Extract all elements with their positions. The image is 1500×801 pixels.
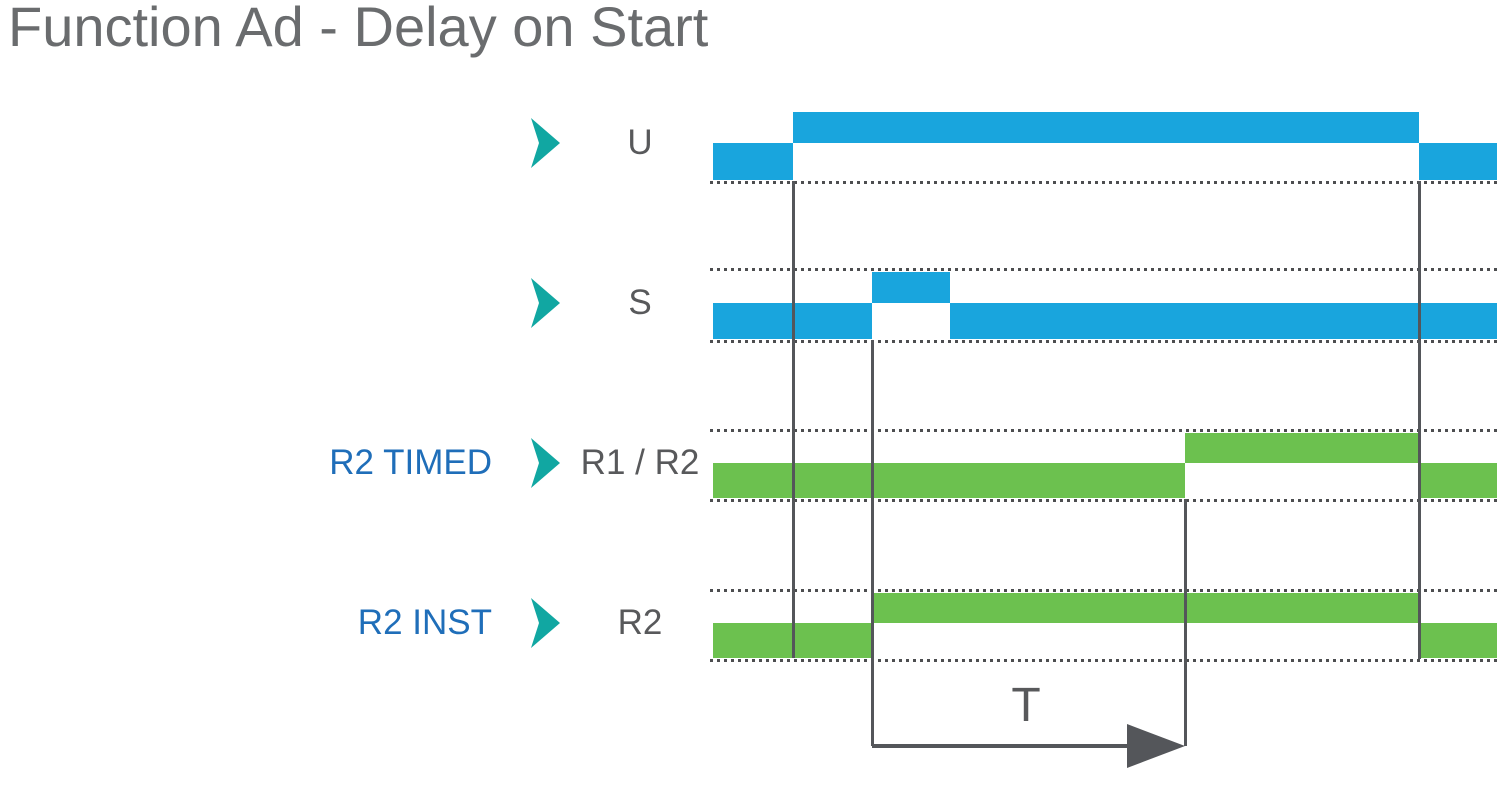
dotted-guide-top-s — [710, 268, 1500, 271]
signal-segment-r2-high — [872, 593, 1419, 623]
row-arrow-icon-r1r2 — [528, 437, 560, 489]
event-edge-line-3 — [1418, 181, 1421, 659]
dotted-guide-top-r1r2 — [710, 429, 1500, 432]
row-arrow-icon-u — [528, 117, 560, 169]
signal-segment-r2-low — [1419, 623, 1497, 658]
signal-label-u: U — [627, 123, 653, 162]
prefix-label-r1r2: R2 TIMED — [329, 443, 492, 482]
dotted-guide-bottom-u — [710, 181, 1500, 184]
signal-segment-r1r2-high — [1185, 433, 1419, 463]
signal-segment-u-low — [1419, 143, 1497, 180]
event-edge-line-1 — [871, 340, 874, 746]
signal-segment-u-high — [793, 112, 1419, 143]
event-edge-line-2 — [1184, 499, 1187, 746]
page-title: Function Ad - Delay on Start — [8, 0, 709, 58]
event-edge-line-0 — [792, 181, 795, 658]
dotted-guide-bottom-r2 — [710, 659, 1500, 662]
delay-arrow-line — [872, 744, 1177, 748]
delay-arrowhead-icon — [1127, 724, 1185, 768]
signal-segment-u-low — [713, 143, 793, 180]
signal-segment-r1r2-low — [713, 463, 1185, 498]
signal-segment-s-low — [950, 303, 1497, 339]
dotted-guide-top-r2 — [710, 589, 1500, 592]
row-arrow-icon-s — [528, 277, 560, 329]
prefix-label-r2: R2 INST — [357, 603, 492, 642]
signal-label-r1r2: R1 / R2 — [580, 443, 700, 482]
signal-segment-r1r2-low — [1419, 463, 1497, 498]
signal-label-r2: R2 — [617, 603, 663, 642]
dotted-guide-bottom-r1r2 — [710, 499, 1500, 502]
signal-label-s: S — [628, 283, 652, 322]
delay-time-label: T — [1011, 679, 1041, 732]
dotted-guide-bottom-s — [710, 340, 1500, 343]
row-arrow-icon-r2 — [528, 597, 560, 649]
signal-segment-s-high — [872, 272, 950, 303]
